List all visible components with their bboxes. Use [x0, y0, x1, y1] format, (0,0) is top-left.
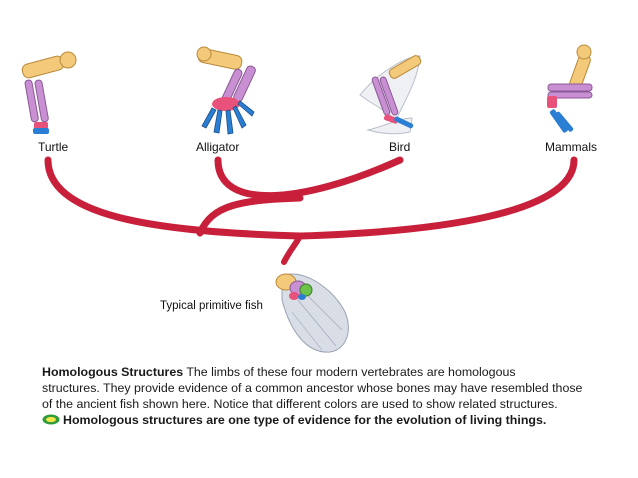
figure-caption: Homologous Structures The limbs of these… [42, 364, 612, 428]
caption-title: Homologous Structures [42, 365, 184, 379]
caption-key-concept: Homologous structures are one type of ev… [42, 412, 612, 428]
branch-mammals [296, 156, 578, 240]
branch-archosaur-join [196, 194, 304, 237]
caption-line-2: structures. They provide evidence of a c… [42, 381, 583, 395]
bird-wing-icon [359, 55, 422, 135]
caption-line1-text: The limbs of these four modern vertebrat… [186, 365, 516, 379]
branch-turtle [44, 156, 304, 240]
turtle-limb-icon [21, 51, 77, 134]
alligator-limb-icon [196, 46, 256, 135]
caption-line-1: Homologous Structures The limbs of these… [42, 364, 612, 380]
fish-fin-icon [275, 273, 349, 353]
label-mammals: Mammals [545, 140, 598, 154]
label-bird: Bird [389, 140, 411, 154]
label-alligator: Alligator [196, 140, 240, 154]
branch-fish-root [281, 233, 303, 265]
tree-branches [44, 156, 578, 265]
key-concept-text: Homologous structures are one type of ev… [63, 413, 547, 427]
key-concept-icon [42, 414, 60, 425]
label-fish: Typical primitive fish [160, 300, 263, 312]
branch-alligator-bird [214, 156, 404, 200]
label-turtle: Turtle [38, 140, 69, 154]
caption-line-3: of the ancient fish shown here. Notice t… [42, 397, 558, 411]
mammal-limb-icon [547, 44, 593, 133]
